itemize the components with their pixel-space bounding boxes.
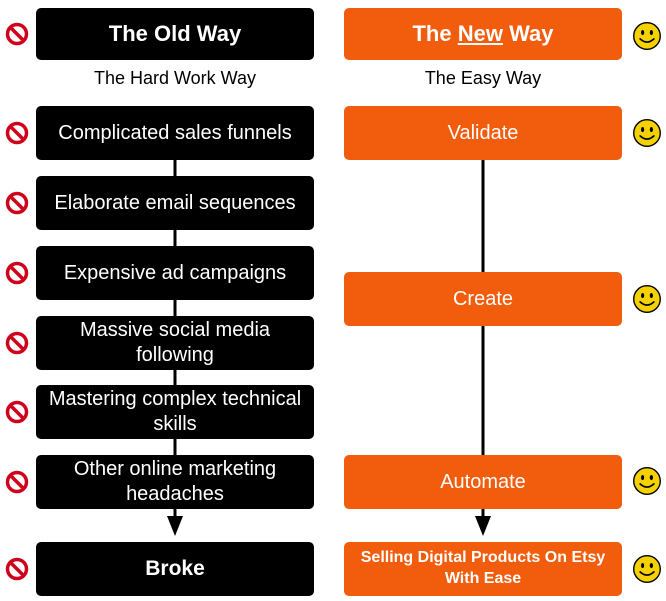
new-way-result: Selling Digital Products On Etsy With Ea…	[344, 542, 622, 596]
old-way-subtitle: The Hard Work Way	[93, 68, 257, 88]
old-way-step-4: Massive social media following	[36, 316, 314, 370]
no-entry-icon	[5, 191, 29, 215]
no-entry-icon	[5, 261, 29, 285]
smiley-face-icon	[633, 467, 661, 495]
new-way-title-suffix: Way	[502, 21, 554, 47]
new-way-step-create: Create	[344, 272, 622, 326]
smiley-face-icon	[633, 119, 661, 147]
smiley-face-icon	[633, 22, 661, 50]
old-way-step-3: Expensive ad campaigns	[36, 246, 314, 300]
old-way-step-1: Complicated sales funnels	[36, 106, 314, 160]
new-way-arrowhead	[475, 516, 491, 536]
old-way-result: Broke	[36, 542, 314, 596]
no-entry-icon	[5, 121, 29, 145]
old-way-arrowhead	[167, 516, 183, 536]
smiley-face-icon	[633, 285, 661, 313]
old-way-step-2: Elaborate email sequences	[36, 176, 314, 230]
new-way-step-validate: Validate	[344, 106, 622, 160]
smiley-face-icon	[633, 555, 661, 583]
new-way-step-automate: Automate	[344, 455, 622, 509]
old-way-title-box: The Old Way	[36, 8, 314, 60]
old-way-step-5: Mastering complex technical skills	[36, 385, 314, 439]
new-way-title-emphasis: New	[457, 21, 503, 47]
no-entry-icon	[5, 470, 29, 494]
new-way-title-box: The New Way	[344, 8, 622, 60]
old-way-step-6: Other online marketing headaches	[36, 455, 314, 509]
no-entry-icon	[5, 22, 29, 46]
no-entry-icon	[5, 400, 29, 424]
new-way-title-prefix: The	[412, 21, 458, 47]
old-way-title: The Old Way	[108, 21, 242, 47]
no-entry-icon	[5, 557, 29, 581]
new-way-subtitle: The Easy Way	[424, 68, 542, 88]
no-entry-icon	[5, 331, 29, 355]
